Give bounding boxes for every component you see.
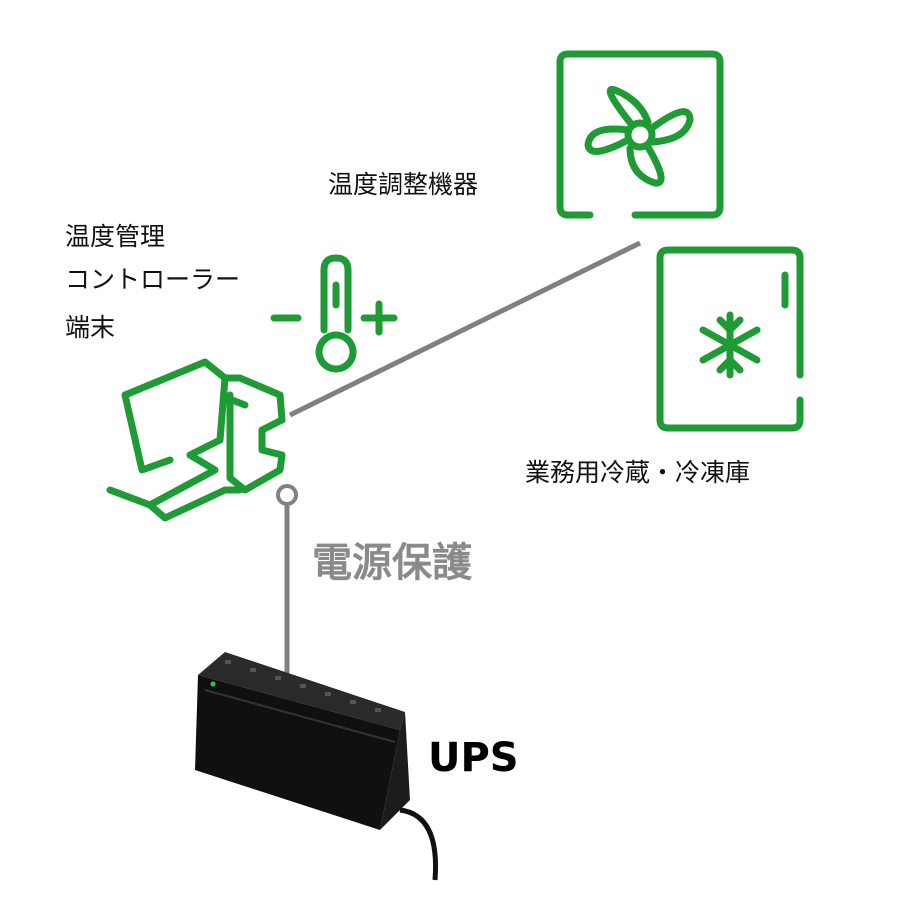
thermometer-icon	[270, 254, 398, 373]
label-power-protection: 電源保護	[312, 540, 472, 586]
label-refrigerator: 業務用冷蔵・冷凍庫	[525, 458, 751, 487]
label-controller-line3: 端末	[65, 313, 116, 342]
ups-device-image	[195, 652, 439, 881]
label-ups: UPS	[428, 735, 519, 781]
label-hvac-equipment: 温度調整機器	[328, 170, 479, 199]
label-controller-line2: コントローラー	[65, 265, 241, 294]
fan-icon	[556, 50, 724, 219]
connector-line-devices	[288, 240, 642, 418]
refrigerator-snowflake-icon	[656, 246, 804, 432]
connector-node	[276, 484, 298, 506]
controller-terminal-icon	[106, 358, 286, 522]
label-controller-line1: 温度管理	[65, 222, 166, 251]
